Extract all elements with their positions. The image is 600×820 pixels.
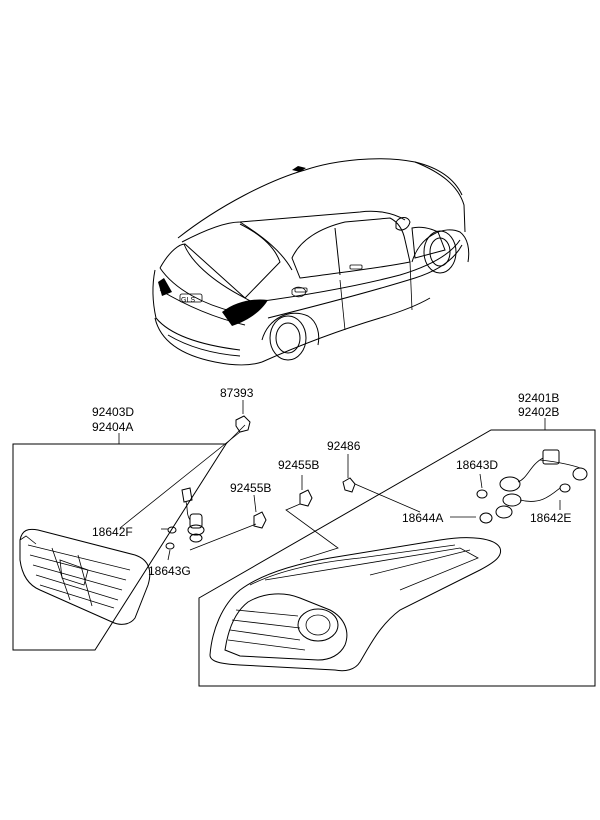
fasteners [119,415,421,561]
label-92486: 92486 [327,439,361,453]
label-87393: 87393 [220,386,254,400]
label-92402B: 92402B [518,405,559,419]
outer-lamp-box [198,429,596,687]
car-illustration: GLS [152,158,470,366]
leader-lines [118,400,561,561]
label-92401B: 92401B [518,391,559,405]
part-labels: 87393 92403D 92404A 92401B 92402B 92486 … [92,386,571,578]
label-18642F: 18642F [92,525,133,539]
label-92455B-upper: 92455B [278,458,319,472]
label-18643D: 18643D [456,458,498,472]
label-92404A: 92404A [92,420,133,434]
label-18643G: 18643G [148,564,191,578]
label-18644A: 18644A [402,511,443,525]
label-18642E: 18642E [530,511,571,525]
inner-lamp-box [12,443,227,651]
outer-lamp-group [198,429,596,687]
svg-text:GLS: GLS [181,297,195,304]
label-92403D: 92403D [92,405,134,419]
label-92455B-lower: 92455B [230,481,271,495]
